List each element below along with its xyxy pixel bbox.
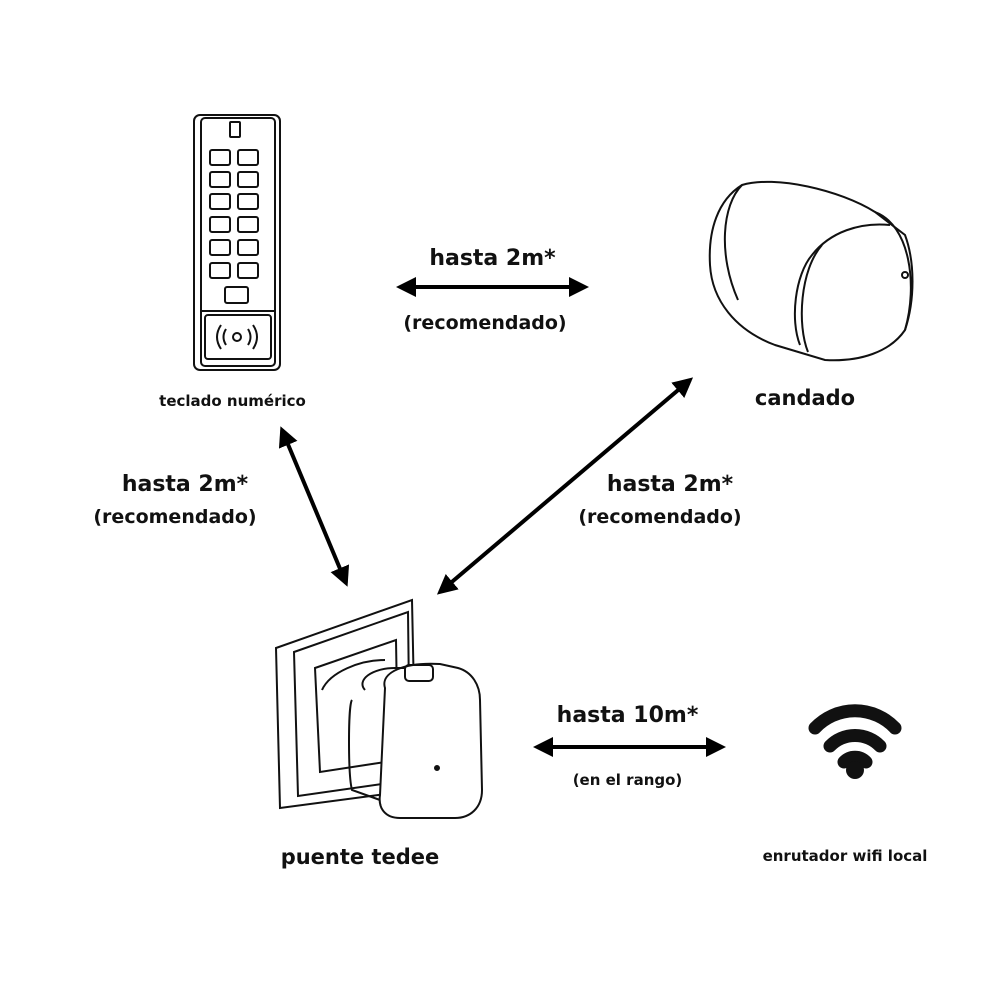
bridge-router-note: (en el rango) <box>572 771 683 789</box>
lock-bridge-distance: hasta 2m* <box>606 472 734 497</box>
keypad-label: teclado numérico <box>159 392 306 410</box>
keypad-bridge-note: (recomendado) <box>93 506 257 528</box>
bridge-router-distance: hasta 10m* <box>556 703 699 728</box>
bridge-label: puente tedee <box>280 845 440 869</box>
wifi-dot <box>846 761 864 779</box>
keypad-icon <box>193 114 281 371</box>
arrow-keypad-bridge <box>278 426 350 587</box>
router-label: enrutador wifi local <box>762 847 928 865</box>
lock-bridge-note: (recomendado) <box>578 506 742 528</box>
lock-label: candado <box>754 386 856 410</box>
arrow-lock-bridge <box>436 377 694 595</box>
wifi-icon <box>808 704 902 769</box>
keypad-lock-distance: hasta 2m* <box>429 246 556 271</box>
keypad-bridge-distance: hasta 2m* <box>121 472 249 497</box>
smart-lock-icon <box>708 180 914 362</box>
bridge-plug-icon <box>274 598 484 819</box>
keypad-lock-note: (recomendado) <box>403 312 567 334</box>
